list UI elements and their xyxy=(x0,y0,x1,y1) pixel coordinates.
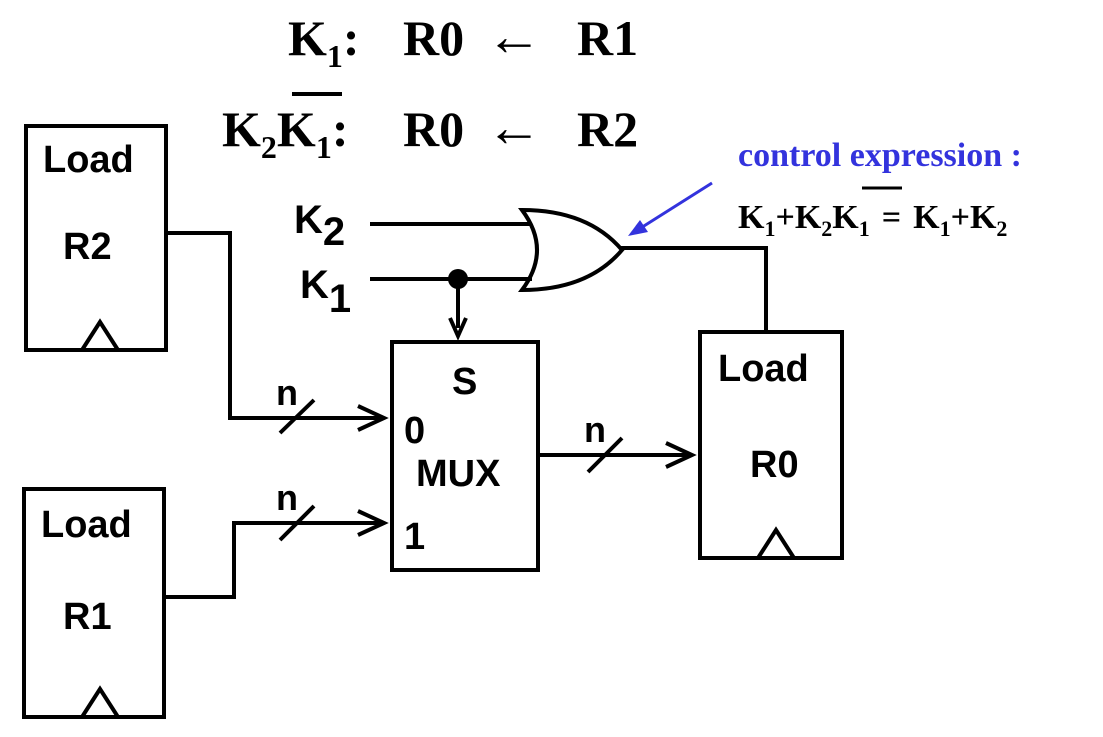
signal-k2-label: K2 xyxy=(294,198,345,254)
or-gate xyxy=(518,207,625,293)
register-r1-box xyxy=(22,487,166,719)
equation-k2-text: K2K1: xyxy=(222,101,348,165)
register-r2-name: R2 xyxy=(63,226,112,268)
mux-label: MUX xyxy=(416,453,501,495)
register-r2-clock-icon xyxy=(80,318,120,352)
annotation-pointer-arrow xyxy=(635,181,713,233)
register-r1: Load R1 xyxy=(22,487,166,719)
wire-r1-to-mux-1 xyxy=(164,521,382,599)
register-r2-load-label: Load xyxy=(43,139,134,181)
annotation-pointer-arrowhead xyxy=(628,220,648,236)
k2-colon: : xyxy=(332,101,349,157)
k1-bar-subscript: 1 xyxy=(316,129,332,165)
bus-width-r2-label: n xyxy=(276,372,298,413)
control-expression-formula: K1+K2K1=K1+K2 xyxy=(738,199,1007,241)
register-r2-box xyxy=(24,124,168,352)
mux-input-0-arrowhead xyxy=(357,404,389,432)
k1-bar-condition: K xyxy=(277,101,316,157)
signal-k1-label: K1 xyxy=(300,263,351,321)
mux-input-1-arrowhead xyxy=(357,509,389,537)
register-r0-load-label: Load xyxy=(718,348,809,390)
k1-colon: : xyxy=(343,10,360,66)
equation-k1-text: K1: xyxy=(288,10,360,74)
bus-width-mux-out-label: n xyxy=(584,409,606,450)
mux-select-arrowhead xyxy=(448,317,468,341)
k2-dest: R0 xyxy=(403,101,464,157)
register-r0-box xyxy=(698,330,844,560)
wires xyxy=(164,222,768,599)
equation-k2-notk1: K2K1: R0 ← R2 xyxy=(222,92,638,165)
or-gate-shape xyxy=(518,207,625,293)
k1-source: R1 xyxy=(577,10,638,66)
r0-input-arrowhead xyxy=(665,441,697,469)
control-expression-title: control expression : xyxy=(738,137,1022,174)
wire-r2-to-mux-0 xyxy=(166,231,382,420)
multiplexer: S MUX 0 1 xyxy=(390,340,540,572)
register-r0: Load R0 xyxy=(698,330,844,560)
k1-condition: K xyxy=(288,10,327,66)
k1-dest: R0 xyxy=(403,10,464,66)
register-r1-name: R1 xyxy=(63,596,112,638)
register-r0-clock-icon xyxy=(756,526,796,560)
k2-condition: K xyxy=(222,101,261,157)
mux-input-0-label: 0 xyxy=(404,410,425,452)
equation-k1: K1: R0 ← R1 xyxy=(288,6,638,74)
register-r1-clock-icon xyxy=(80,685,120,719)
register-r2: Load R2 xyxy=(24,124,168,352)
bus-slash-mux-out xyxy=(586,436,624,474)
mux-input-1-label: 1 xyxy=(404,516,425,558)
wire-or-to-r0-load xyxy=(620,246,768,332)
k2-condition-subscript: 2 xyxy=(261,129,277,165)
control-expression-annotation: control expression : K1+K2K1=K1+K2 xyxy=(628,137,1022,241)
bus-slash-r2 xyxy=(278,398,316,435)
bus-slash-r1 xyxy=(278,504,316,542)
register-r0-name: R0 xyxy=(750,444,799,486)
k1-arrow: ← xyxy=(486,6,542,68)
k1-condition-subscript: 1 xyxy=(327,38,343,74)
k2-arrow: ← xyxy=(486,97,542,159)
bus-width-r1-label: n xyxy=(276,477,298,518)
mux-select-label: S xyxy=(452,361,477,403)
k2-source: R2 xyxy=(577,101,638,157)
register-r1-load-label: Load xyxy=(41,504,132,546)
